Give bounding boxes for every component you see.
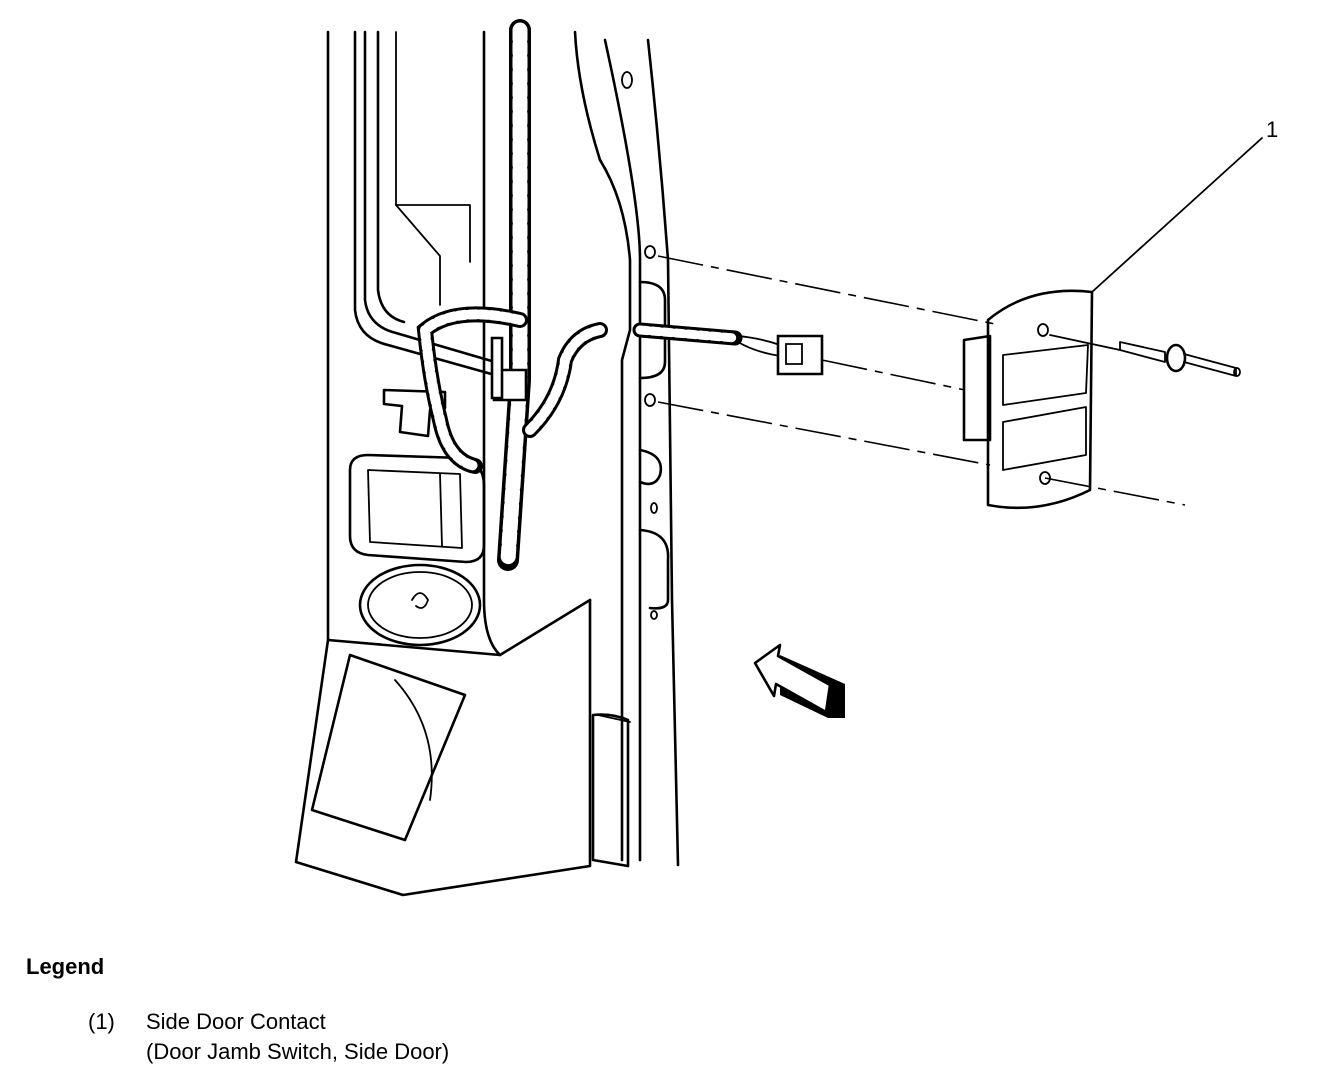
callout-1: 1 [1092,117,1278,292]
callout-number: 1 [1266,117,1278,142]
wiring-harness [425,30,600,560]
rivet-fastener [1120,342,1240,376]
legend-item-text: Side Door Contact (Door Jamb Switch, Sid… [146,1007,449,1067]
door-panel [296,32,600,895]
door-jamb-illustration: 1 [0,0,1278,920]
door-jamb-switch [964,291,1120,508]
legend-item-number: (1) [88,1009,115,1034]
legend-item-name: Side Door Contact [146,1009,326,1034]
view-direction-arrow [755,645,845,718]
connector-pigtail [640,330,822,374]
legend-item-description: (Door Jamb Switch, Side Door) [146,1039,450,1064]
alignment-lines [658,256,1185,505]
legend-title: Legend [26,954,105,979]
door-jamb-pillar [593,40,678,866]
